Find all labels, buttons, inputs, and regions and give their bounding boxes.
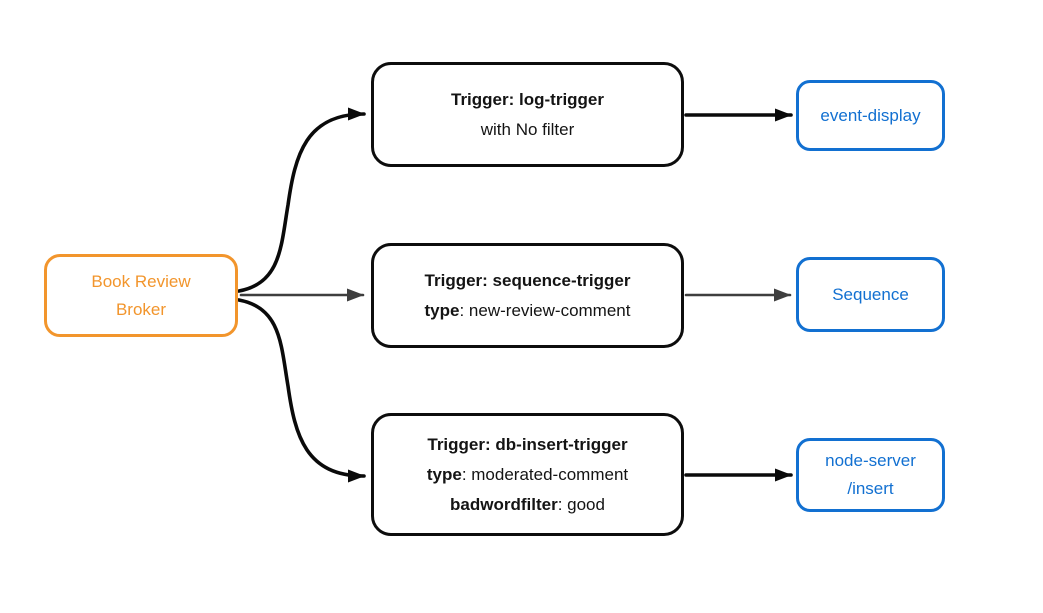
sink-label-line2: /insert <box>847 479 894 498</box>
sink-node-event-display: event-display <box>796 80 945 151</box>
sink-node-sequence: Sequence <box>796 257 945 332</box>
trigger-detail-value: : moderated-comment <box>461 464 629 484</box>
trigger-detail-value: : good <box>557 494 605 514</box>
trigger-title: Trigger: db-insert-trigger <box>427 434 628 454</box>
trigger-detail-key: badwordfilter <box>450 494 558 514</box>
trigger-detail: with No filter <box>481 115 575 145</box>
trigger-title: Trigger: sequence-trigger <box>424 270 631 290</box>
trigger-detail: badwordfilter: good <box>450 490 605 520</box>
trigger-detail: type: moderated-comment <box>427 460 628 490</box>
sink-node-node-server-insert: node-server /insert <box>796 438 945 512</box>
trigger-detail: type: new-review-comment <box>425 296 631 326</box>
sink-label-line1: node-server <box>825 451 916 470</box>
sink-label-line1: Sequence <box>832 284 909 304</box>
trigger-node-log-trigger: Trigger: log-trigger with No filter <box>371 62 684 167</box>
trigger-detail-key: type <box>424 300 460 320</box>
trigger-node-sequence-trigger: Trigger: sequence-trigger type: new-revi… <box>371 243 684 348</box>
edge-broker-to-log-trigger <box>237 107 366 293</box>
trigger-title: Trigger: log-trigger <box>451 89 604 109</box>
trigger-node-db-insert-trigger: Trigger: db-insert-trigger type: moderat… <box>371 413 684 536</box>
trigger-detail-value: : new-review-comment <box>459 300 631 320</box>
broker-label-line1: Book Review <box>91 271 191 291</box>
trigger-detail-value: with No filter <box>480 119 575 139</box>
broker-label-line2: Broker <box>115 299 167 319</box>
edge-broker-to-db-insert-trigger <box>237 298 366 483</box>
broker-node: Book Review Broker <box>44 254 238 337</box>
sink-label-line1: event-display <box>820 105 921 125</box>
trigger-detail-key: type <box>426 464 462 484</box>
